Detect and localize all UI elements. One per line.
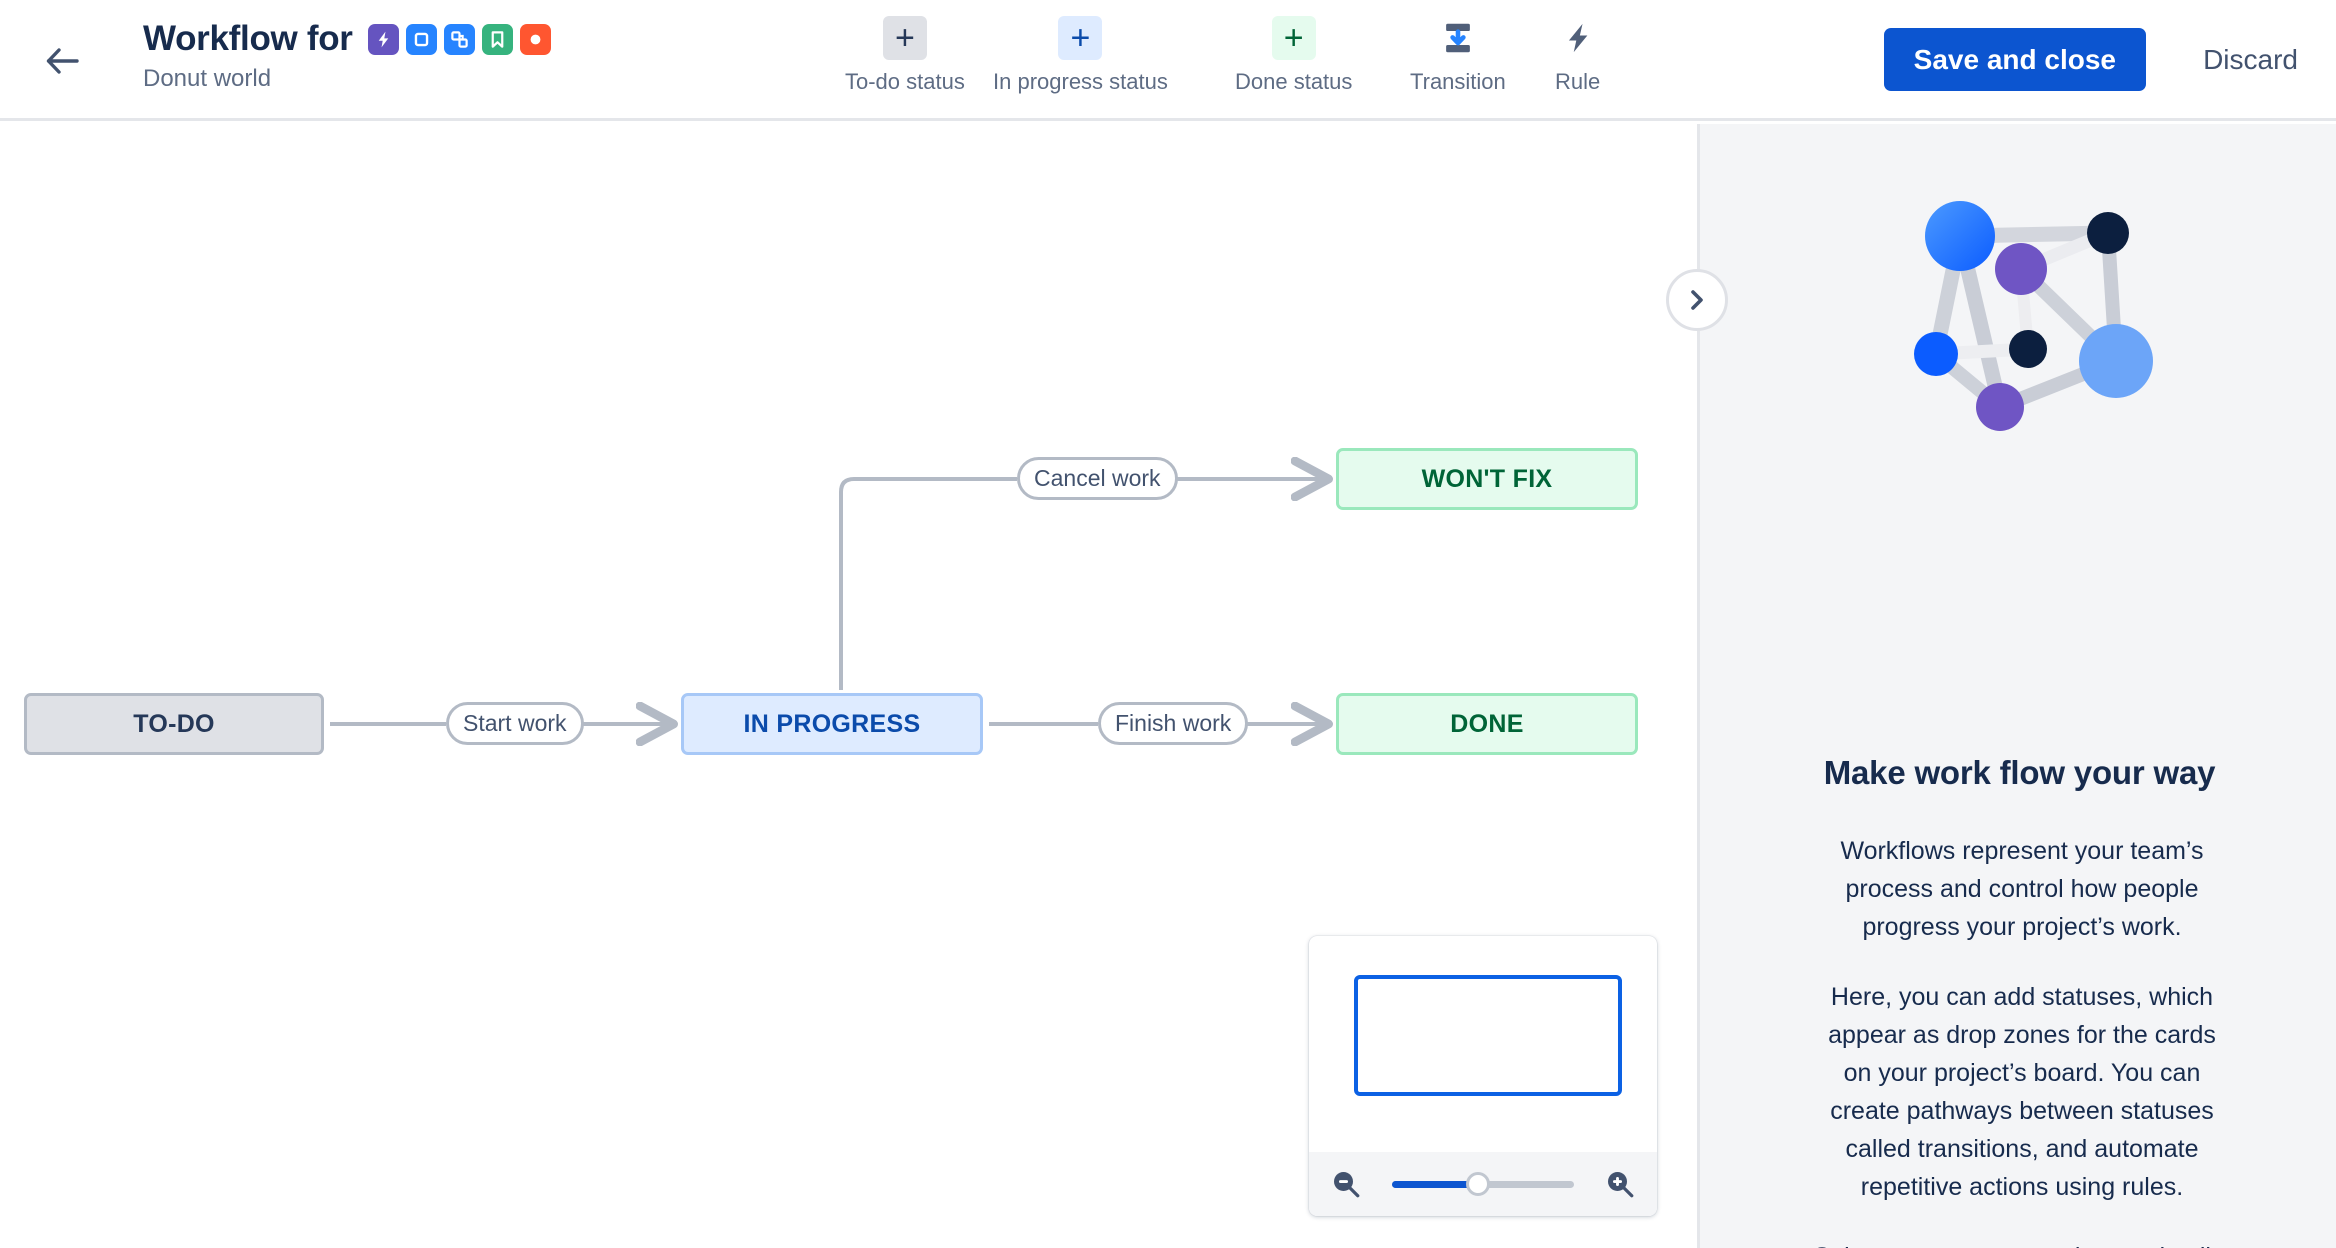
status-node-done[interactable]: DONE xyxy=(1336,693,1638,755)
add-inprogress-status-label: In progress status xyxy=(993,69,1168,94)
panel-paragraph-1: Workflows represent your team’s process … xyxy=(1840,837,2204,941)
page-title: Workflow for xyxy=(143,19,353,58)
header-toolbar: + To-do status + In progress status + Do… xyxy=(0,0,2336,121)
plus-icon: + xyxy=(882,16,927,60)
subtask-icon xyxy=(443,23,475,55)
arrow-left-icon xyxy=(46,48,79,74)
collapse-panel-button[interactable] xyxy=(1666,269,1728,331)
canvas-minimap[interactable] xyxy=(1309,936,1657,1216)
app-header: Workflow for xyxy=(0,0,2336,121)
add-inprogress-status-button[interactable]: + In progress status xyxy=(993,16,1168,95)
workflow-network-graph-illustration xyxy=(1914,201,2153,431)
workflow-edges xyxy=(330,124,1697,1248)
add-rule-button[interactable]: Rule xyxy=(1555,16,1600,95)
transition-finish-work[interactable]: Finish work xyxy=(1098,702,1249,745)
info-side-panel: Make work flow your way Workflows repres… xyxy=(1697,124,2336,1248)
add-rule-label: Rule xyxy=(1555,69,1601,94)
transition-icon xyxy=(1436,16,1480,60)
add-done-status-label: Done status xyxy=(1235,69,1353,94)
zoom-slider[interactable] xyxy=(1392,1172,1574,1196)
zoom-out-button[interactable] xyxy=(1331,1169,1361,1199)
workflow-subtitle: Donut world xyxy=(143,65,272,92)
plus-icon: + xyxy=(1058,16,1103,60)
minimap-viewport-rect[interactable] xyxy=(1354,975,1622,1096)
zoom-slider-fill xyxy=(1392,1181,1478,1188)
transition-cancel-work[interactable]: Cancel work xyxy=(1017,457,1178,500)
workflow-title-block: Workflow for xyxy=(143,17,551,94)
zoom-out-icon xyxy=(1334,1172,1360,1198)
zoom-in-button[interactable] xyxy=(1605,1169,1635,1199)
add-transition-label: Transition xyxy=(1410,69,1506,94)
chevron-right-icon xyxy=(1691,290,1703,310)
add-todo-status-button[interactable]: + To-do status xyxy=(845,16,965,95)
story-icon xyxy=(481,23,513,55)
zoom-controls xyxy=(1309,1152,1657,1216)
plus-icon: + xyxy=(1271,16,1316,60)
back-button[interactable] xyxy=(36,35,88,87)
zoom-slider-thumb[interactable] xyxy=(1465,1172,1490,1196)
transition-start-work[interactable]: Start work xyxy=(446,702,584,745)
status-node-in-progress[interactable]: IN PROGRESS xyxy=(681,693,983,755)
issue-type-icon-group xyxy=(367,23,551,55)
status-node-wont-fix[interactable]: WON'T FIX xyxy=(1336,448,1638,510)
task-icon xyxy=(405,23,437,55)
panel-heading: Make work flow your way xyxy=(1823,754,2216,791)
lightning-bolt-icon xyxy=(1556,16,1600,60)
add-done-status-button[interactable]: + Done status xyxy=(1235,16,1352,95)
zoom-in-icon xyxy=(1608,1172,1634,1198)
discard-button[interactable]: Discard xyxy=(2195,28,2306,91)
panel-paragraph-3: Select a status to reveal more details. xyxy=(1812,1238,2232,1248)
epic-icon xyxy=(367,23,399,55)
save-and-close-button[interactable]: Save and close xyxy=(1883,28,2146,91)
panel-paragraph-2: Here, you can add statuses, which appear… xyxy=(1828,983,2216,1201)
add-todo-status-label: To-do status xyxy=(845,69,965,94)
bug-icon xyxy=(519,23,551,55)
status-node-todo[interactable]: TO-DO xyxy=(24,693,324,755)
add-transition-button[interactable]: Transition xyxy=(1410,16,1506,95)
panel-description: Workflows represent your team’s process … xyxy=(1812,832,2232,1248)
